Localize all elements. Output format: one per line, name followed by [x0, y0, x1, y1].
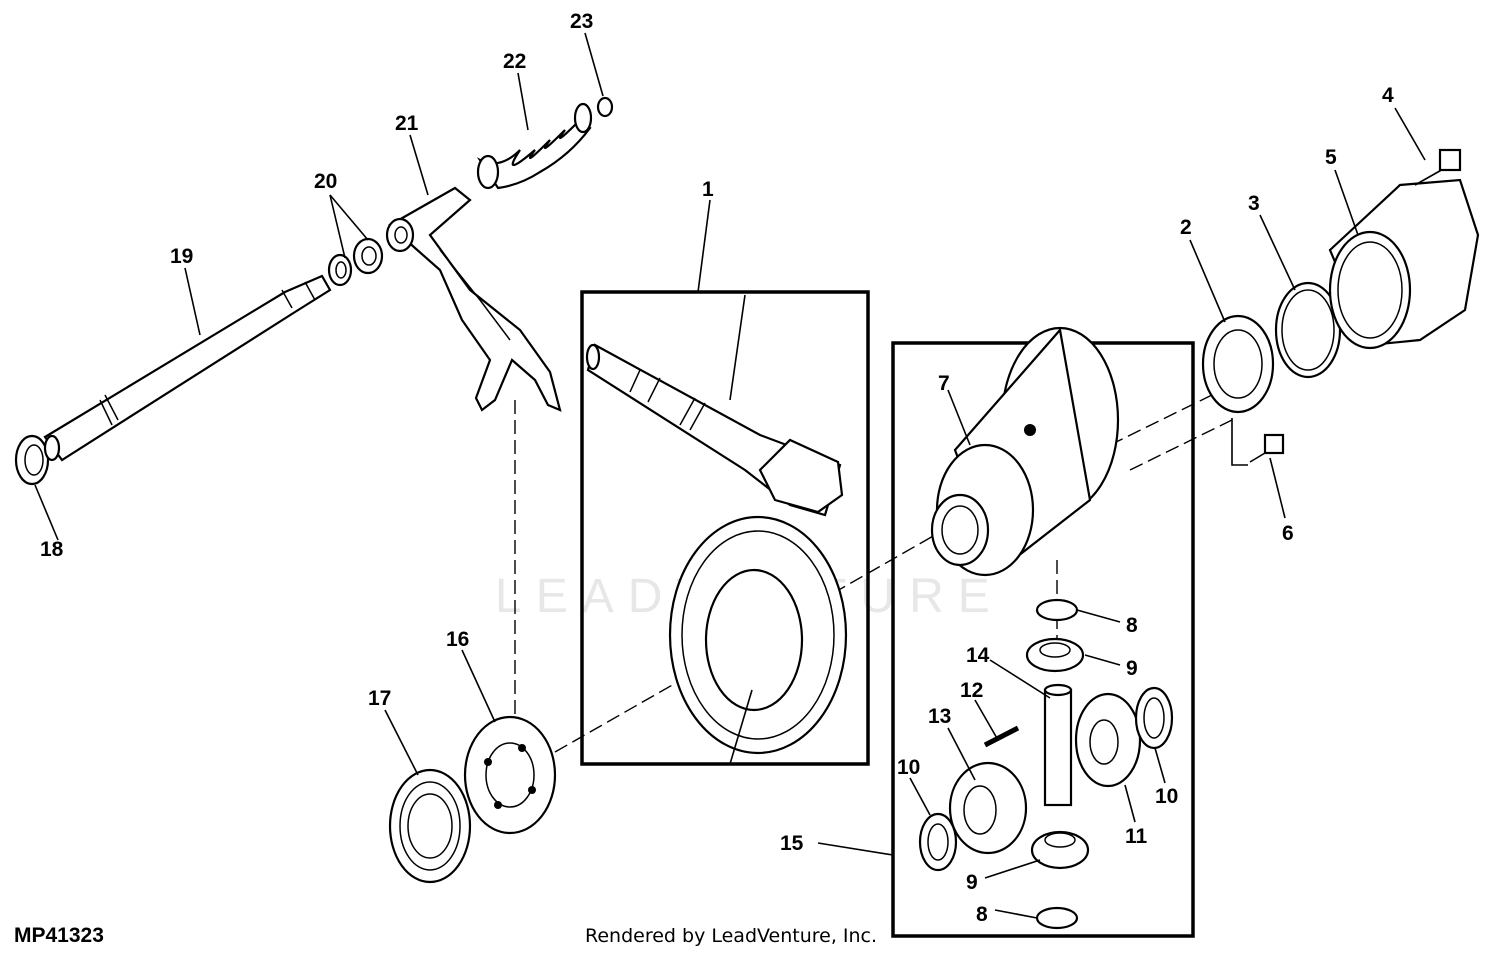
spider-gear-lower-part [1030, 830, 1090, 870]
callout-21: 21 [395, 112, 419, 135]
callout-20: 20 [314, 170, 337, 193]
callout-19: 19 [170, 245, 193, 268]
differential-case-part [930, 326, 1120, 577]
spider-gear-upper-part [1025, 637, 1085, 673]
snap-ring-part [596, 96, 614, 118]
bearing-left-part [388, 768, 472, 884]
shift-shaft-part [43, 274, 332, 462]
callout-2: 2 [1180, 216, 1192, 239]
callout-16: 16 [446, 628, 469, 651]
callout-9-lower: 9 [966, 871, 978, 894]
figure-id: MP41323 [14, 924, 104, 947]
callout-12: 12 [960, 679, 983, 702]
callout-10-right: 10 [1155, 785, 1178, 808]
side-gear-left-part [948, 761, 1028, 855]
assembly-line-center [554, 534, 936, 753]
thrust-washer-lower-part [1035, 906, 1079, 930]
assembly-line-bolt [1231, 418, 1248, 466]
seal-part [14, 434, 50, 486]
side-washer-right-part [1134, 686, 1174, 750]
seal-ring-part [1274, 281, 1342, 379]
shift-fork-part [385, 186, 562, 412]
hub-flange-part [463, 715, 557, 835]
ring-gear-part [668, 515, 848, 755]
pinion-shaft-part [585, 343, 844, 517]
roll-pin-part [983, 725, 1020, 748]
callout-15: 15 [780, 832, 804, 855]
washer-pair-part [327, 237, 384, 287]
group-box-1 [580, 290, 870, 766]
bearing-housing-part [1328, 178, 1480, 350]
callout-7: 7 [938, 372, 950, 395]
credit-text: Rendered by LeadVenture, Inc. [585, 925, 877, 947]
leader-lines [34, 32, 1426, 919]
side-gear-right-part [1074, 692, 1142, 788]
cross-shaft-part [1043, 683, 1073, 807]
assembly-line-right [1109, 394, 1213, 446]
callout-3: 3 [1248, 192, 1260, 215]
callout-5: 5 [1325, 146, 1337, 169]
callout-6: 6 [1282, 522, 1294, 545]
callout-23: 23 [570, 10, 593, 33]
callout-10-left: 10 [897, 756, 920, 779]
callout-14: 14 [966, 644, 990, 667]
callout-4: 4 [1382, 84, 1394, 107]
thrust-washer-upper-part [1035, 598, 1079, 622]
callout-8-lower: 8 [976, 903, 988, 926]
callout-22: 22 [503, 50, 526, 73]
bolt-lower-part [1249, 433, 1285, 463]
callout-17: 17 [368, 687, 391, 710]
spring-part [476, 102, 593, 190]
bearing-right-part [1201, 314, 1275, 414]
side-washer-left-part [918, 812, 958, 872]
callout-9-upper: 9 [1126, 657, 1138, 680]
callout-18: 18 [40, 538, 64, 561]
assembly-line-right-2 [1129, 419, 1233, 471]
callout-8-upper: 8 [1126, 614, 1138, 637]
callout-1: 1 [702, 178, 714, 201]
callout-13: 13 [928, 705, 951, 728]
callout-11: 11 [1125, 825, 1148, 848]
bolt-upper-part [1414, 148, 1462, 186]
